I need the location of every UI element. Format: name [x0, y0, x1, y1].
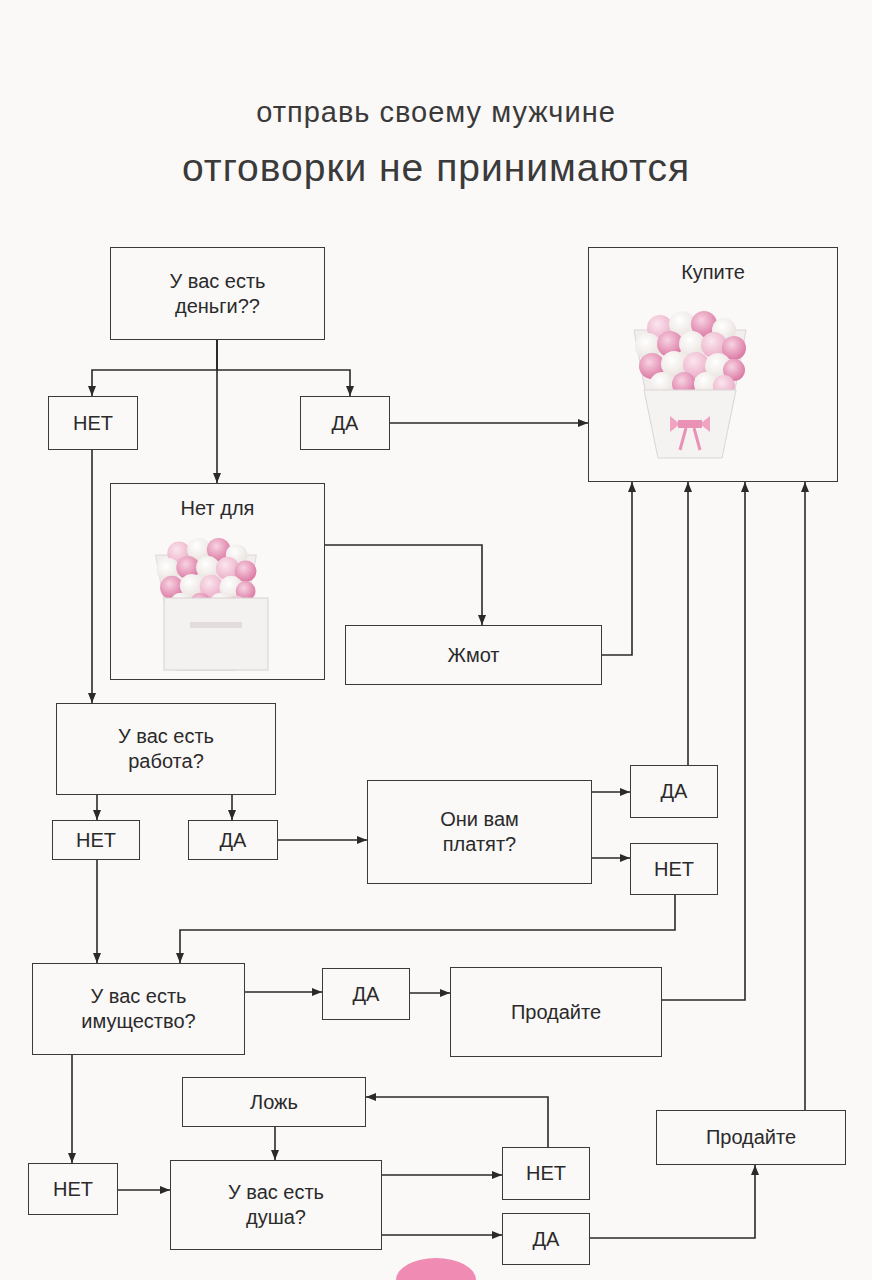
process-box: Жмот: [345, 625, 602, 685]
connector-arrow: [216, 340, 218, 483]
node-text: У вас есть имущество?: [74, 984, 204, 1034]
process-box: ДА: [300, 396, 390, 450]
process-box: НЕТ: [52, 820, 140, 860]
node-text: У вас есть деньги??: [158, 269, 278, 319]
process-box: НЕТ: [48, 396, 138, 450]
connector-arrow: [590, 1165, 755, 1238]
node-text: Они вам платят?: [420, 807, 540, 857]
process-box: Продайте: [450, 967, 662, 1057]
process-box: У вас есть душа?: [170, 1160, 382, 1250]
process-box: ДА: [630, 765, 718, 818]
node-text: ДА: [353, 982, 380, 1007]
process-box: Они вам платят?: [367, 780, 592, 884]
title: отправь своему мужчине: [0, 96, 872, 129]
connector-arrow: [274, 1127, 276, 1160]
node-text: У вас есть работа?: [106, 724, 226, 774]
bouquet-image: [634, 311, 746, 458]
process-box: Ложь: [182, 1077, 366, 1127]
node-text: ДА: [661, 779, 688, 804]
connector-arrow: [366, 1097, 548, 1147]
gift-box: [164, 598, 268, 670]
node-text: ДА: [533, 1227, 560, 1252]
node-text: ДА: [332, 411, 359, 436]
decor-arc: [396, 1258, 476, 1280]
process-box: ДА: [502, 1213, 590, 1265]
connector-arrow: [92, 340, 217, 396]
node-text: Ложь: [250, 1090, 298, 1115]
connector-arrow: [602, 482, 632, 655]
node-text: НЕТ: [654, 857, 694, 882]
connector-arrow: [592, 791, 630, 793]
node-text: ДА: [220, 828, 247, 853]
process-box: У вас есть работа?: [56, 703, 276, 795]
connector-arrow: [278, 839, 367, 841]
connector-arrow: [217, 340, 350, 396]
process-box: У вас есть деньги??: [110, 247, 325, 340]
node-text: НЕТ: [526, 1161, 566, 1186]
connector-arrow: [382, 1234, 502, 1236]
box-logo: [190, 622, 242, 628]
connector-arrow: [118, 1189, 170, 1191]
connector-arrow: [804, 482, 806, 1110]
process-box: Купите: [588, 247, 838, 482]
node-text: Продайте: [511, 1000, 601, 1025]
node-text: Нет для: [181, 496, 255, 521]
process-box: Нет для: [110, 483, 325, 680]
connector-arrow: [325, 545, 482, 625]
connector-arrow: [245, 991, 322, 993]
connector-arrow: [71, 1055, 73, 1163]
process-box: НЕТ: [28, 1163, 118, 1215]
connector-arrow: [382, 1174, 502, 1176]
node-text: НЕТ: [73, 411, 113, 436]
node-text: Купите: [681, 260, 745, 285]
connector-arrow: [231, 795, 233, 820]
connector-arrow: [687, 482, 689, 765]
subtitle: отговорки не принимаются: [0, 146, 872, 190]
process-box: ДА: [188, 820, 278, 860]
connector-arrow: [410, 992, 450, 994]
process-box: ДА: [322, 968, 410, 1020]
process-box: Продайте: [656, 1110, 846, 1165]
connector-arrow: [662, 482, 745, 1000]
node-text: НЕТ: [53, 1177, 93, 1202]
connector-arrow: [592, 857, 630, 859]
connector-arrow: [96, 795, 98, 820]
node-text: НЕТ: [76, 828, 116, 853]
process-box: НЕТ: [630, 843, 718, 895]
connector-arrow: [91, 450, 93, 703]
connector-arrow: [96, 860, 98, 963]
node-text: У вас есть душа?: [216, 1180, 336, 1230]
bouquet-image: [156, 538, 257, 670]
connector-arrow: [180, 895, 675, 963]
node-text: Продайте: [706, 1125, 796, 1150]
process-box: НЕТ: [502, 1147, 590, 1200]
process-box: У вас есть имущество?: [32, 963, 245, 1055]
node-text: Жмот: [447, 643, 499, 668]
connector-arrow: [390, 422, 588, 424]
